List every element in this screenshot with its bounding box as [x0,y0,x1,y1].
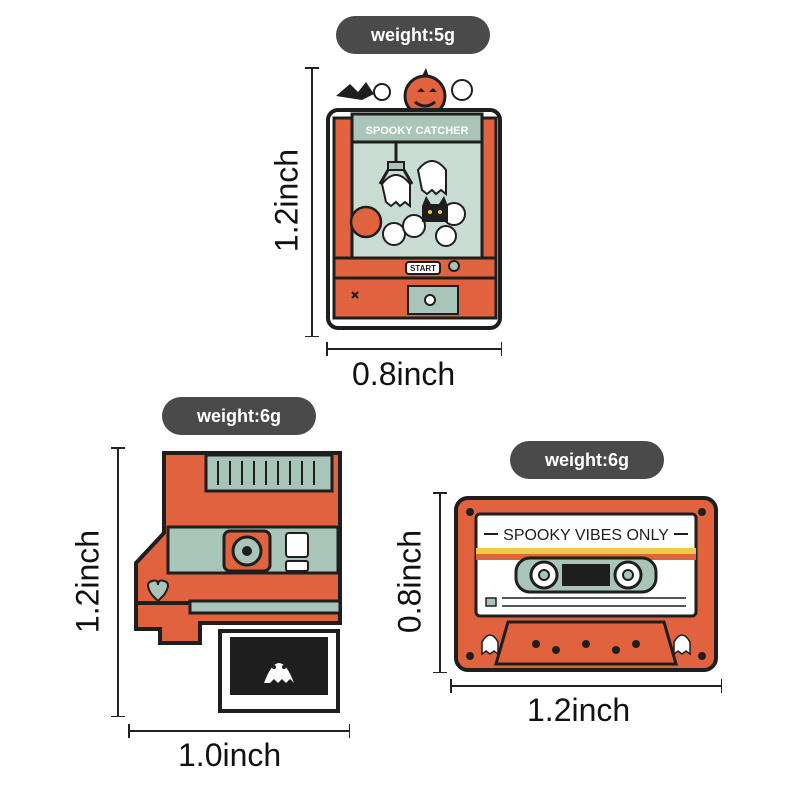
cassette-width-label: 1.2inch [527,692,631,728]
claw-height-label: 1.2inch [268,148,305,253]
camera-height-line [111,447,125,717]
weight-badge-cassette: weight:6g [510,441,664,479]
cassette-height-label: 0.8inch [391,529,428,634]
claw-machine-pin: SPOOKY CATCHER START [326,68,502,330]
claw-width-line [326,342,502,356]
claw-width-label: 0.8inch [352,356,456,392]
cassette-label-text: SPOOKY VIBES ONLY [503,527,669,544]
cassette-height-line [433,492,447,673]
camera-height-label: 1.2inch [69,529,106,634]
camera-width-line [128,724,350,738]
cassette-pin: SPOOKY VIBES ONLY [454,496,718,672]
cassette-width-line [450,679,722,693]
claw-start-text: START [410,264,436,273]
weight-badge-camera: weight:6g [162,397,316,435]
camera-width-label: 1.0inch [178,737,282,773]
claw-height-line [305,67,319,337]
claw-sign-text: SPOOKY CATCHER [366,125,469,137]
instant-camera-pin [134,451,342,713]
weight-badge-claw: weight:5g [336,16,490,54]
